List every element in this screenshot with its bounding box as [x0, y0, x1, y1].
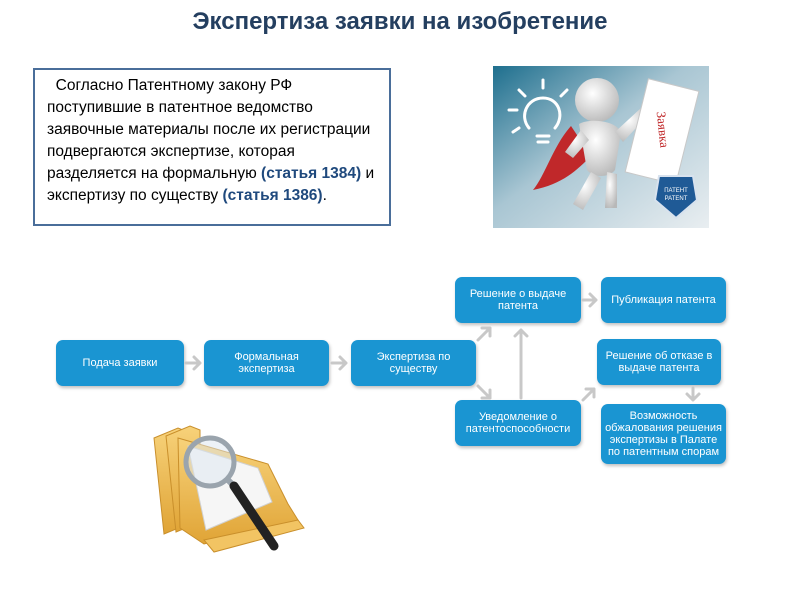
flow-publication-box: Публикация патента	[601, 277, 726, 323]
flow-refusal-box: Решение об отказе в выдаче патента	[597, 339, 721, 385]
arrow-substantive-grant	[476, 326, 492, 342]
superhero-illustration: Заявка ПАТЕНТ PATENT	[493, 66, 709, 228]
arrow-notice-refusal	[581, 387, 596, 402]
flow-submit-box: Подача заявки	[56, 340, 184, 386]
arrow-substantive-notice	[476, 384, 492, 400]
article-1384-ref: (статья 1384)	[261, 165, 362, 182]
flow-grant-decision-box: Решение о выдаче патента	[455, 277, 581, 323]
folders-magnifier-illustration	[153, 425, 305, 553]
hero-body	[579, 120, 621, 176]
article-1386-ref: (статья 1386)	[222, 187, 323, 204]
intro-text: Согласно Патентному закону РФ поступивши…	[47, 77, 371, 182]
arrow-notice-grant	[513, 328, 529, 400]
page-title: Экспертиза заявки на изобретение	[192, 8, 608, 35]
flow-substantive-box: Экспертиза по существу	[351, 340, 476, 386]
arrow-grant-publication	[581, 292, 598, 308]
arrow-refusal-appeal	[685, 386, 701, 402]
application-paper: Заявка	[624, 78, 700, 186]
magnifier-icon	[183, 435, 279, 551]
info-textbox: Согласно Патентному закону РФ поступивши…	[33, 68, 391, 226]
mid-text: и экспертизу по существу	[47, 165, 375, 204]
lightbulb-icon	[507, 78, 569, 144]
patent-badge-icon: ПАТЕНТ PATENT	[653, 175, 699, 220]
flow-notice-box: Уведомление о патентоспособности	[455, 400, 581, 446]
paper-label: Заявка	[654, 111, 673, 149]
arrow-formal-substantive	[330, 355, 348, 371]
flow-formal-box: Формальная экспертиза	[204, 340, 329, 386]
end-text: .	[322, 187, 327, 204]
badge-line2: PATENT	[665, 196, 688, 202]
arrow-submit-formal	[184, 355, 202, 371]
hero-head	[575, 78, 619, 122]
badge-line1: ПАТЕНТ	[664, 188, 688, 194]
flow-appeal-box: Возможность обжалования решения эксперти…	[601, 404, 726, 464]
